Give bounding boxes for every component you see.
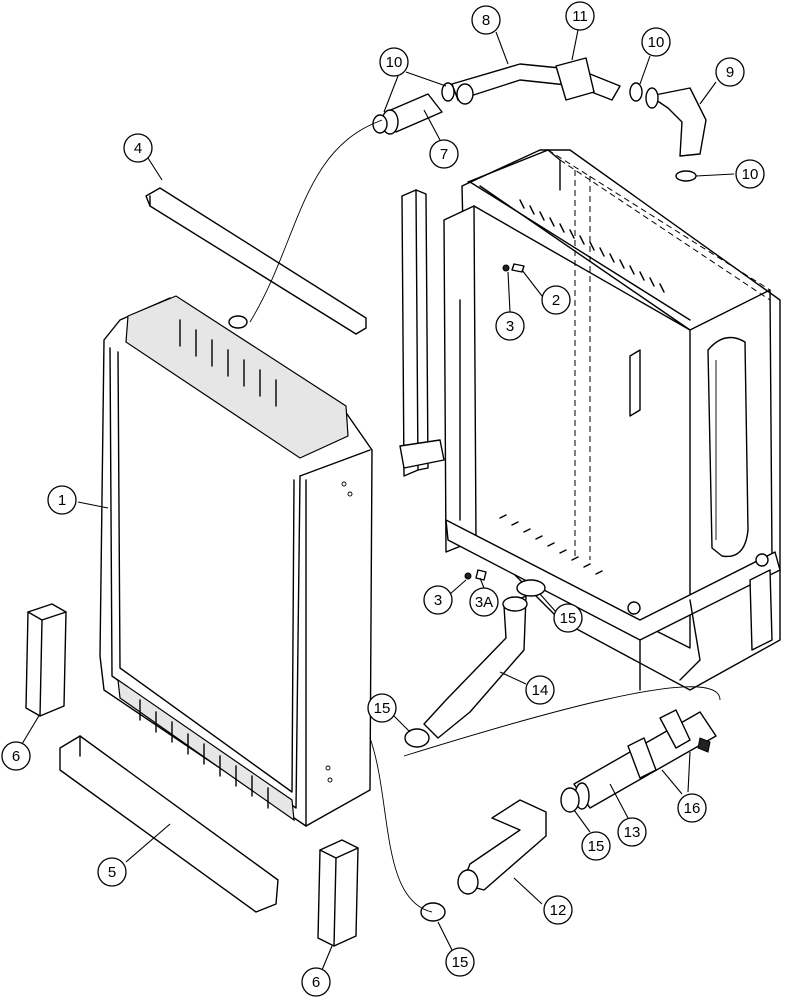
svg-text:5: 5 — [108, 864, 116, 881]
svg-text:9: 9 — [726, 64, 734, 81]
svg-text:13: 13 — [624, 824, 641, 841]
callout-12: 12 — [543, 895, 573, 925]
callout-6-left: 6 — [1, 741, 31, 771]
radiator — [99, 295, 373, 827]
callout-6-bottom: 6 — [301, 967, 331, 997]
callout-10-left: 10 — [379, 47, 409, 77]
svg-text:15: 15 — [452, 954, 469, 971]
svg-text:12: 12 — [550, 902, 567, 919]
svg-text:10: 10 — [648, 34, 665, 51]
svg-text:7: 7 — [440, 146, 448, 163]
callout-5: 5 — [97, 857, 127, 887]
svg-text:3A: 3A — [475, 594, 493, 611]
callout-11: 11 — [565, 1, 595, 31]
svg-text:6: 6 — [312, 974, 320, 991]
callouts: 1 2 3 3 3A 4 5 6 6 7 8 9 10 — [1, 1, 765, 997]
callout-7: 7 — [429, 139, 459, 169]
callout-14: 14 — [525, 675, 555, 705]
svg-text:2: 2 — [552, 292, 560, 309]
svg-text:8: 8 — [482, 12, 490, 29]
seal-strip-top — [145, 187, 367, 335]
svg-text:10: 10 — [742, 166, 759, 183]
upper-hoses — [372, 57, 707, 182]
hose-clamps — [404, 83, 580, 922]
overflow-tube — [249, 119, 721, 913]
callout-15-upper: 15 — [553, 603, 583, 633]
lower-hoses — [423, 595, 717, 895]
callout-3-upper: 3 — [495, 311, 525, 341]
svg-text:11: 11 — [572, 8, 588, 25]
callout-10-lower: 10 — [735, 159, 765, 189]
foam-block-left — [25, 603, 67, 717]
callout-15-mid: 15 — [581, 831, 611, 861]
svg-text:3: 3 — [434, 592, 442, 609]
svg-text:4: 4 — [134, 140, 142, 157]
callout-16: 16 — [677, 793, 707, 823]
svg-text:15: 15 — [374, 700, 391, 717]
callout-9: 9 — [715, 57, 745, 87]
svg-text:15: 15 — [588, 838, 605, 855]
callout-1: 1 — [47, 485, 77, 515]
callout-3-lower: 3 — [423, 585, 453, 615]
callout-2: 2 — [541, 285, 571, 315]
shroud-frame — [399, 149, 781, 691]
svg-text:14: 14 — [532, 682, 549, 699]
callout-15-bottom: 15 — [445, 947, 475, 977]
svg-text:1: 1 — [58, 492, 66, 509]
callout-4: 4 — [123, 133, 153, 163]
hardware — [464, 263, 525, 581]
svg-text:6: 6 — [12, 748, 20, 765]
svg-text:3: 3 — [506, 318, 514, 335]
svg-text:16: 16 — [684, 800, 701, 817]
svg-text:10: 10 — [386, 54, 403, 71]
callout-13: 13 — [617, 817, 647, 847]
callout-15-left: 15 — [367, 693, 397, 723]
callout-10-right: 10 — [641, 27, 671, 57]
seal-strip-bottom — [59, 735, 279, 913]
foam-block-bottom — [317, 839, 359, 947]
svg-text:15: 15 — [560, 610, 577, 627]
callout-3a: 3A — [469, 587, 499, 617]
callout-8: 8 — [471, 5, 501, 35]
